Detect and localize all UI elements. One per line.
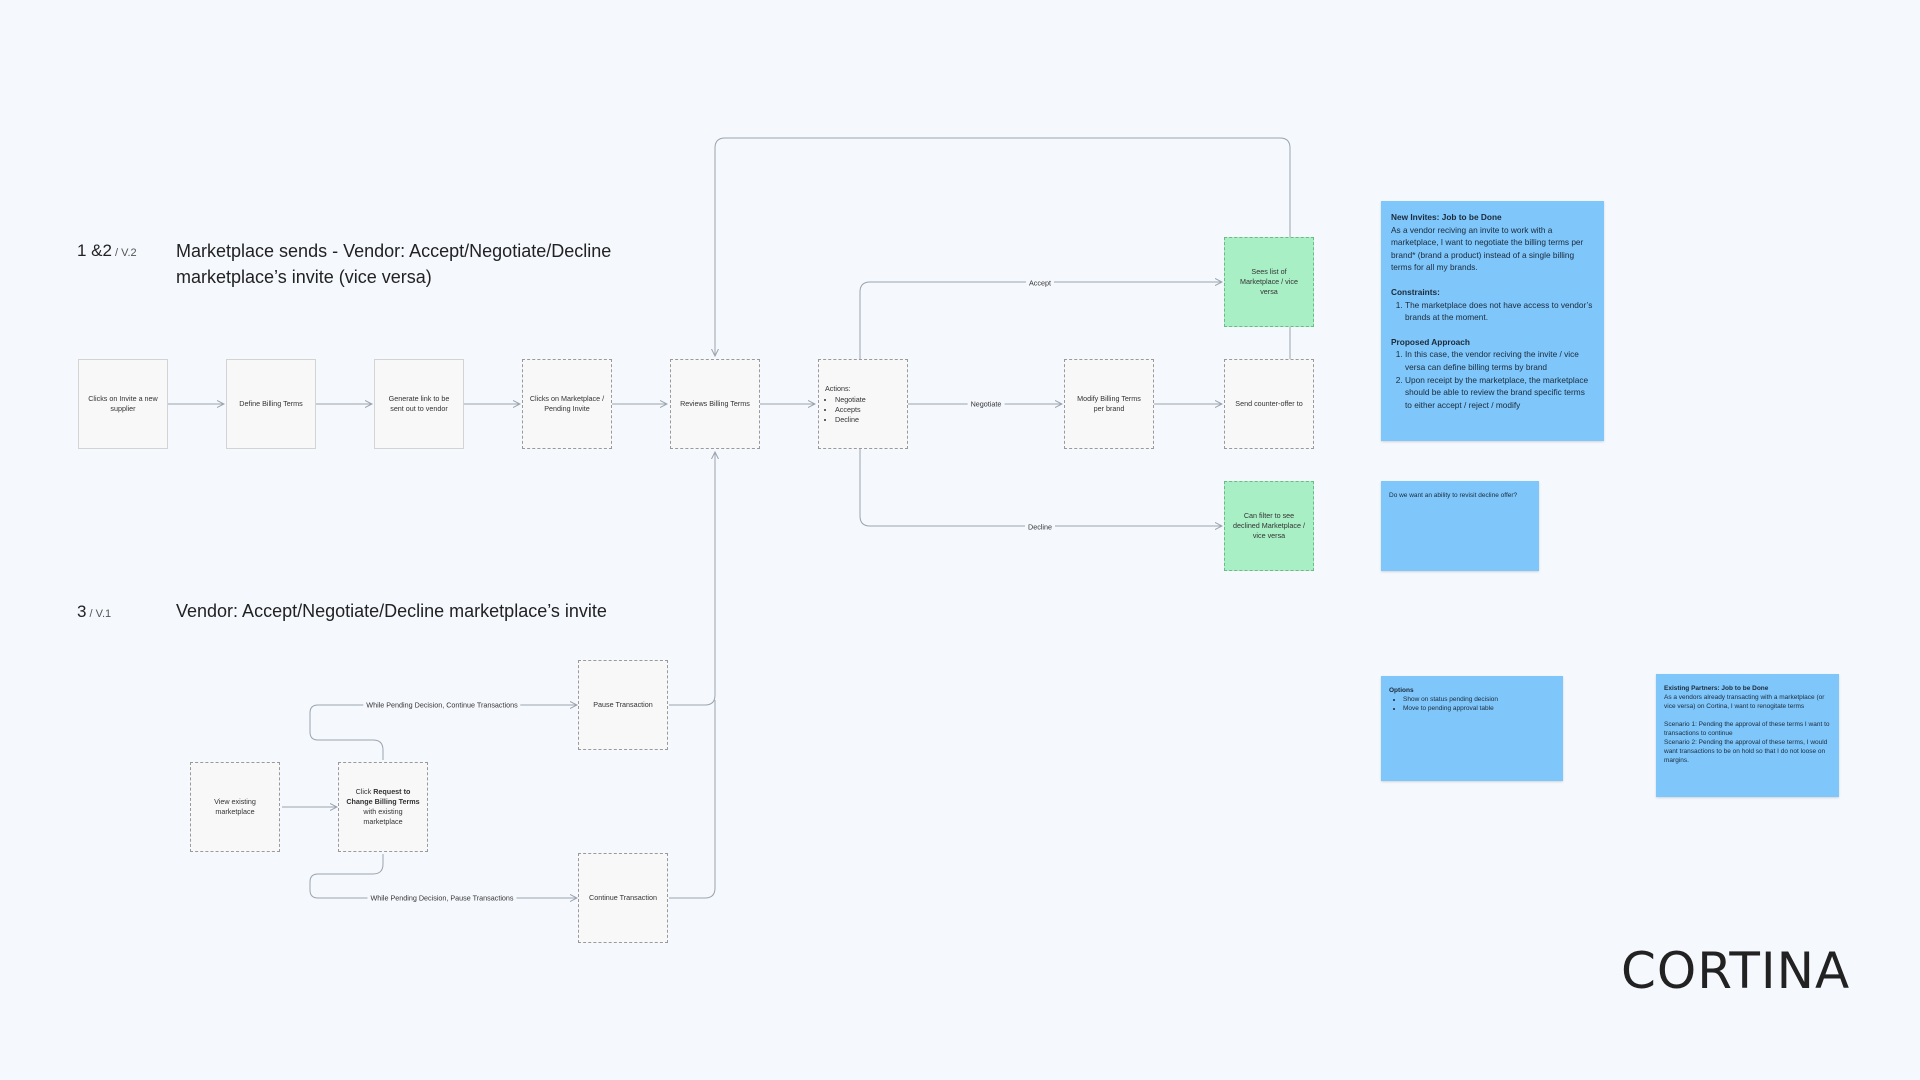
- note-gap: [1391, 274, 1594, 286]
- node-generate-link[interactable]: Generate link to be sent out to vendor: [374, 359, 464, 449]
- edge-decline: [859, 404, 1222, 526]
- section-number-text: 3: [77, 602, 87, 621]
- section-title-1-2: Marketplace sends - Vendor: Accept/Negot…: [176, 238, 611, 290]
- section-version: / V.1: [86, 608, 112, 620]
- note-scenario-1: Scenario 1: Pending the approval of thes…: [1664, 720, 1830, 737]
- edge-accept: [859, 282, 1222, 404]
- node-actions[interactable]: Actions: Negotiate Accepts Decline: [818, 359, 908, 449]
- note-body: Do we want an ability to revisit decline…: [1389, 492, 1518, 499]
- edge-label-accept: Accept: [1026, 278, 1054, 288]
- node-clicks-invite[interactable]: Clicks on Invite a new supplier: [78, 359, 168, 449]
- note-body: As a vendors already transacting with a …: [1664, 694, 1825, 711]
- note-gap: [1391, 324, 1594, 336]
- node-label: Clicks on Marketplace / Pending Invite: [529, 394, 605, 413]
- note-approach-item: In this case, the vendor reciving the in…: [1405, 348, 1594, 373]
- actions-item: Accepts: [835, 405, 866, 415]
- edge-label-decline: Decline: [1025, 522, 1055, 532]
- node-send-counter-offer[interactable]: Send counter-offer to: [1224, 359, 1314, 449]
- node-label: Click Request to Change Billing Terms wi…: [345, 787, 421, 827]
- node-label: Continue Transaction: [589, 893, 657, 902]
- section-number-text: 1 &2: [77, 241, 112, 260]
- actions-content: Actions: Negotiate Accepts Decline: [825, 384, 866, 425]
- node-label-bold: Request to Change Billing Terms: [346, 787, 420, 806]
- node-continue-transaction[interactable]: Continue Transaction: [578, 853, 668, 943]
- note-body: As a vendor reciving an invite to work w…: [1391, 224, 1584, 273]
- node-modify-billing-terms[interactable]: Modify Billing Terms per brand: [1064, 359, 1154, 449]
- node-label: View existing marketplace: [214, 797, 256, 816]
- node-reviews-billing-terms[interactable]: Reviews Billing Terms: [670, 359, 760, 449]
- section-number-3: 3 / V.1: [77, 602, 111, 622]
- section-title-line-1: Marketplace sends - Vendor: Accept/Negot…: [176, 241, 612, 261]
- node-view-existing-marketplace[interactable]: View existing marketplace: [190, 762, 280, 852]
- node-clicks-marketplace[interactable]: Clicks on Marketplace / Pending Invite: [522, 359, 612, 449]
- node-pause-transaction[interactable]: Pause Transaction: [578, 660, 668, 750]
- node-label: Pause Transaction: [593, 700, 653, 709]
- node-sees-list[interactable]: Sees list of Marketplace / vice versa: [1224, 237, 1314, 327]
- note-heading: Existing Partners: Job to be Done: [1664, 685, 1769, 692]
- note-options-list: Show on status pending decision Move to …: [1389, 695, 1555, 713]
- section-title-3: Vendor: Accept/Negotiate/Decline marketp…: [176, 601, 607, 621]
- section-title-line-2: marketplace’s invite (vice versa): [176, 267, 432, 287]
- node-can-filter-declined[interactable]: Can filter to see declined Marketplace /…: [1224, 481, 1314, 571]
- note-new-invites[interactable]: New Invites: Job to be Done As a vendor …: [1381, 201, 1604, 441]
- edge-label-continue-transactions: While Pending Decision, Continue Transac…: [363, 700, 521, 710]
- actions-list: Negotiate Accepts Decline: [825, 395, 866, 425]
- node-label: Clicks on Invite a new supplier: [88, 394, 158, 413]
- note-heading: New Invites: Job to be Done: [1391, 212, 1502, 222]
- section-number-1-2: 1 &2 / V.2: [77, 241, 137, 261]
- note-heading: Options: [1389, 687, 1414, 694]
- note-options[interactable]: Options Show on status pending decision …: [1381, 676, 1563, 781]
- note-approach-heading: Proposed Approach: [1391, 336, 1470, 347]
- note-existing-partners[interactable]: Existing Partners: Job to be Done As a v…: [1656, 674, 1839, 797]
- actions-item: Negotiate: [835, 395, 866, 405]
- note-option-item: Show on status pending decision: [1403, 695, 1555, 704]
- note-constraints-heading: Constraints:: [1391, 286, 1440, 297]
- note-constraints-list: The marketplace does not have access to …: [1391, 299, 1594, 324]
- node-define-billing-terms[interactable]: Define Billing Terms: [226, 359, 316, 449]
- edge-request-to-pause: [309, 705, 577, 760]
- node-label: Sees list of Marketplace / vice versa: [1240, 267, 1298, 296]
- node-label-post: with existing marketplace: [363, 807, 403, 826]
- node-label: Modify Billing Terms per brand: [1077, 394, 1141, 413]
- edge-label-pause-transactions: While Pending Decision, Pause Transactio…: [367, 893, 517, 903]
- section-version: / V.2: [111, 247, 137, 259]
- note-gap: [1664, 712, 1831, 720]
- note-scenario-2: Scenario 2: Pending the approval of thes…: [1664, 739, 1828, 765]
- note-approach-list: In this case, the vendor reciving the in…: [1391, 348, 1594, 411]
- node-label: Define Billing Terms: [239, 399, 303, 408]
- actions-title: Actions:: [825, 383, 851, 393]
- note-option-item: Move to pending approval table: [1403, 704, 1555, 713]
- note-revisit-decline[interactable]: Do we want an ability to revisit decline…: [1381, 481, 1539, 571]
- edge-label-negotiate: Negotiate: [967, 399, 1005, 409]
- node-label: Generate link to be sent out to vendor: [388, 394, 450, 413]
- actions-item: Decline: [835, 415, 866, 425]
- node-label: Send counter-offer to: [1235, 399, 1303, 408]
- edge-continue-to-reviews: [669, 700, 716, 899]
- note-constraint: The marketplace does not have access to …: [1405, 299, 1594, 324]
- edge-request-to-continue: [309, 854, 577, 898]
- node-label: Can filter to see declined Marketplace /…: [1233, 511, 1305, 540]
- node-label: Reviews Billing Terms: [680, 399, 750, 408]
- edge-pause-to-reviews: [669, 452, 715, 706]
- node-request-change-terms[interactable]: Click Request to Change Billing Terms wi…: [338, 762, 428, 852]
- edge-counter-loop: [715, 137, 1291, 404]
- node-label-pre: Click: [355, 787, 374, 796]
- note-approach-item: Upon receipt by the marketplace, the mar…: [1405, 374, 1594, 412]
- cortina-logo: CORTINA: [1621, 942, 1851, 1000]
